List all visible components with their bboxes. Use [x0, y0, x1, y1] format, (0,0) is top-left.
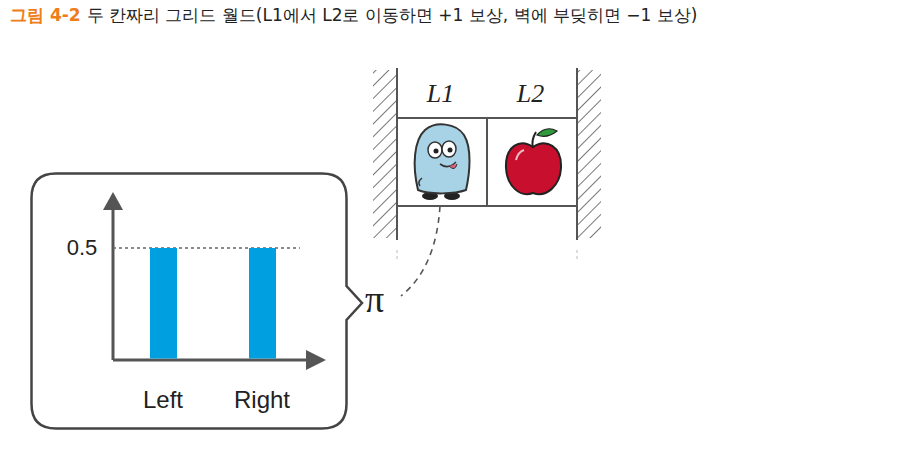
figure-heading: 그림 4-2 두 칸짜리 그리드 월드(L1에서 L2로 이동하면 +1 보상, … [10, 4, 697, 27]
bubble-outline [30, 172, 378, 430]
bubble-path [32, 174, 363, 429]
callout-bubble: 0.5Left Right [30, 172, 348, 430]
axis-tick-label: 0.5 [67, 235, 98, 261]
grid-cell: L1 [397, 117, 488, 207]
wall-hatch [373, 70, 396, 238]
bar-label: Left [143, 386, 183, 414]
wall-hatch [578, 70, 601, 238]
apple-icon [506, 129, 561, 194]
policy-symbol: π [365, 280, 384, 318]
grid-cell: L2 [488, 117, 577, 207]
fade-line [577, 250, 578, 262]
bar-label: Right [234, 386, 290, 414]
bar-chart [103, 192, 326, 370]
cell-label: L1 [427, 79, 454, 109]
figure-number: 그림 4-2 [10, 5, 81, 25]
robot-icon [415, 124, 470, 200]
figure-caption: 두 칸짜리 그리드 월드(L1에서 L2로 이동하면 +1 보상, 벽에 부딪히… [87, 5, 698, 25]
leader-line [401, 206, 440, 296]
fade-line [397, 250, 398, 262]
cell-label: L2 [517, 79, 544, 109]
wall-line [576, 68, 578, 240]
